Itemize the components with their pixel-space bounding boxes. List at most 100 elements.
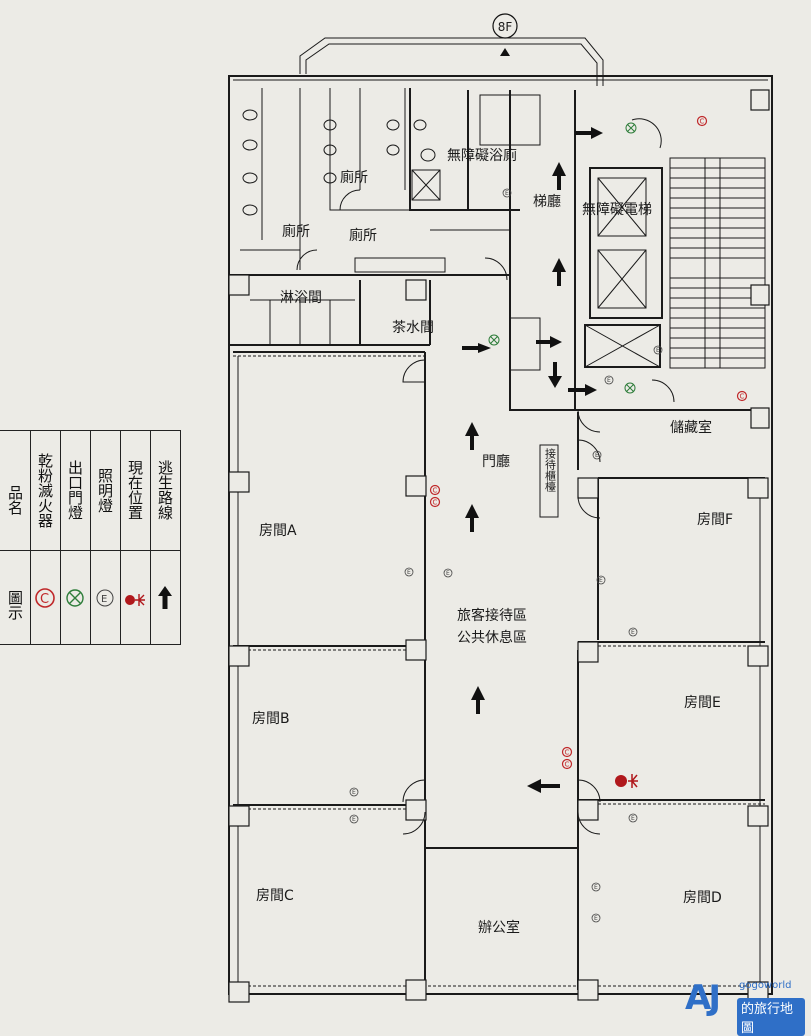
emergency-lamp-icon: E: [96, 589, 114, 606]
legend-header-symbol: 圖示: [6, 590, 24, 620]
svg-text:E: E: [352, 816, 356, 823]
escape-arrow: [552, 162, 566, 190]
label-accessible-elevator: 無障礙電梯: [582, 202, 652, 218]
escape-arrow: [575, 127, 603, 139]
label-room-f: 房間F: [697, 512, 733, 528]
svg-text:E: E: [352, 789, 356, 796]
legend-label: 照明燈: [96, 467, 114, 513]
legend-label: 現在位置: [126, 460, 144, 520]
elevator-shafts: [584, 167, 663, 368]
emergency-lamp-icon: E: [591, 913, 601, 923]
watermark-mark: AJ: [685, 978, 721, 1018]
columns: [228, 89, 770, 1003]
escape-route-arrow-icon: [158, 585, 172, 609]
legend-label: 逃生路線: [156, 460, 174, 520]
emergency-lamp-icon: E: [349, 787, 359, 797]
svg-text:C: C: [433, 499, 438, 507]
escape-arrow: [465, 422, 479, 450]
fire-extinguisher-icon: C: [35, 587, 55, 608]
svg-text:E: E: [595, 452, 599, 459]
label-foyer: 門廳: [482, 453, 510, 470]
legend-label: 乾粉滅火器: [36, 452, 54, 528]
legend-row-escape-route: 逃生路線: [150, 430, 180, 644]
label-lounge-2: 公共休息區: [457, 629, 527, 646]
escape-arrow: [462, 343, 491, 353]
emergency-lamp-icon: E: [443, 568, 453, 578]
legend-row-exit-light: 出口門燈: [60, 430, 91, 644]
svg-text:E: E: [505, 190, 509, 197]
svg-text:E: E: [607, 377, 611, 384]
emergency-lamp-icon: E: [628, 627, 638, 637]
label-room-b: 房間B: [252, 711, 290, 727]
legend-label: 出口門燈: [66, 460, 84, 520]
fire-extinguisher-icon: C: [736, 390, 748, 402]
floor-badge: 8F: [492, 13, 518, 56]
legend-header-column: 品名 圖示: [0, 430, 31, 644]
fire-extinguisher-icon: C: [429, 496, 441, 508]
label-elevator-hall: 梯廳: [533, 193, 561, 210]
room-labels: 無障礙浴廁 廁所 廁所 廁所 淋浴間 茶水間 梯廳 無障礙電梯 門廳 儲藏室 接…: [252, 147, 733, 936]
svg-text:E: E: [631, 629, 635, 636]
emergency-lamp-icon: E: [404, 567, 414, 577]
toilet-fixtures: [242, 109, 436, 216]
fire-extinguisher-icon: C: [696, 115, 708, 127]
label-toilet-1: 廁所: [340, 169, 368, 186]
escape-arrow: [527, 779, 560, 793]
watermark-main-text: 的旅行地圖: [737, 998, 805, 1036]
svg-text:C: C: [700, 118, 705, 126]
label-storage: 儲藏室: [670, 419, 712, 436]
staircase: [669, 157, 766, 369]
label-shower: 淋浴間: [280, 290, 322, 306]
label-office: 辦公室: [478, 919, 520, 936]
outer-walls: [228, 75, 773, 995]
fire-extinguishers: C C C C C C: [429, 115, 748, 770]
label-room-a: 房間A: [259, 523, 297, 539]
fire-extinguisher-icon: C: [561, 758, 573, 770]
exit-light-icon: [624, 382, 636, 394]
emergency-lamp-icon: E: [591, 882, 601, 892]
label-tea-room: 茶水間: [392, 320, 434, 336]
escape-arrow: [552, 258, 566, 286]
legend-table: 品名 圖示 乾粉滅火器 C 出口門燈 照明燈 E 現在位置 逃生路線: [0, 430, 181, 645]
emergency-lamps: E E E E E E E E E E E E E: [349, 188, 663, 923]
svg-text:E: E: [407, 569, 411, 576]
svg-text:C: C: [565, 761, 570, 769]
room-walls: [233, 351, 765, 990]
svg-text:E: E: [599, 577, 603, 584]
emergency-lamp-icon: E: [502, 188, 512, 198]
legend-row-current-location: 現在位置: [120, 430, 151, 644]
svg-text:8F: 8F: [498, 20, 513, 34]
svg-text:C: C: [433, 487, 438, 495]
current-location-marker: [615, 774, 638, 788]
label-toilet-3: 廁所: [349, 227, 377, 244]
svg-text:E: E: [101, 594, 107, 605]
doors: [296, 118, 675, 835]
label-room-c: 房間C: [256, 888, 294, 904]
svg-text:E: E: [446, 570, 450, 577]
escape-arrow: [548, 362, 562, 388]
exit-light-icon: [625, 122, 637, 134]
svg-text:C: C: [40, 592, 49, 607]
exit-lights: [488, 122, 637, 394]
label-toilet-accessible: 無障礙浴廁: [447, 147, 517, 164]
label-room-d: 房間D: [683, 890, 722, 906]
svg-text:E: E: [656, 347, 660, 354]
escape-arrow: [568, 384, 597, 396]
roof-outline: [299, 37, 604, 86]
emergency-lamp-icon: E: [596, 575, 606, 585]
exit-light-icon: [66, 588, 84, 607]
legend-row-lamp: 照明燈 E: [90, 430, 121, 644]
label-room-e: 房間E: [684, 695, 721, 711]
svg-text:C: C: [565, 749, 570, 757]
escape-arrow: [536, 336, 562, 348]
legend-row-extinguisher: 乾粉滅火器 C: [30, 430, 61, 644]
emergency-lamp-icon: E: [349, 814, 359, 824]
exit-light-icon: [488, 334, 500, 346]
escape-arrow: [465, 504, 479, 532]
watermark-logo: AJ gogoworld 的旅行地圖: [685, 976, 805, 1036]
fire-extinguisher-icon: C: [561, 746, 573, 758]
escape-arrow: [471, 686, 485, 714]
emergency-lamp-icon: E: [592, 450, 602, 460]
svg-text:E: E: [631, 815, 635, 822]
